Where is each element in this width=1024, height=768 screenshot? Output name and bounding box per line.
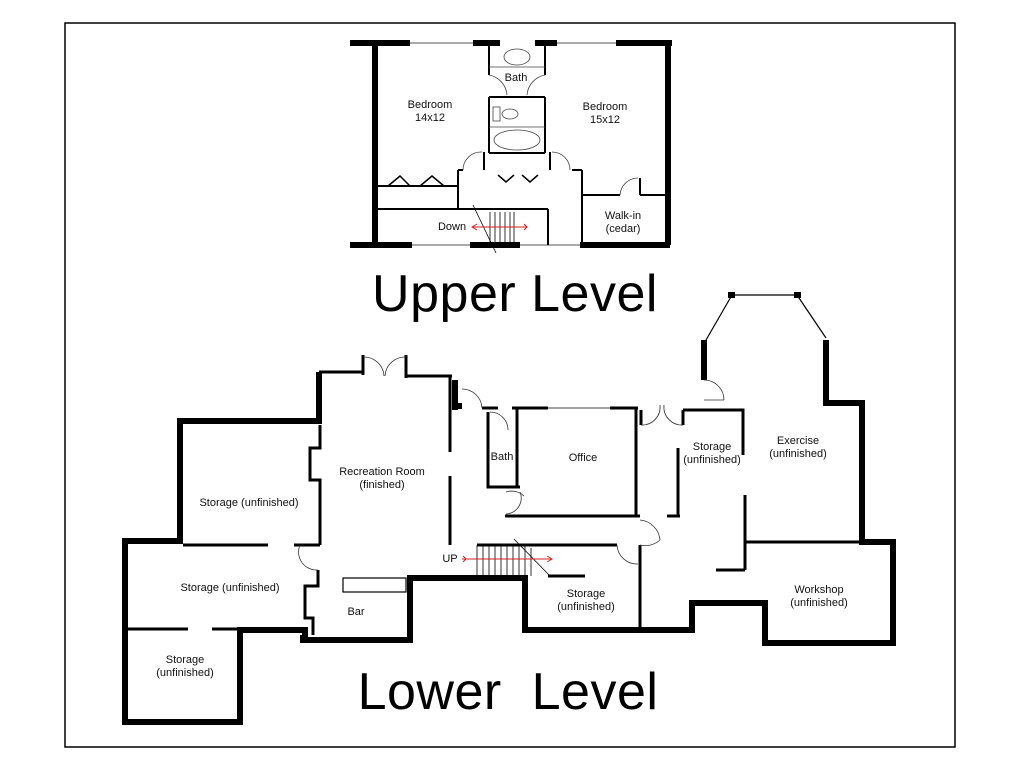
room-note: (unfinished) [156,667,214,679]
room-label-recreation-room: Recreation Room (finished) [339,466,425,492]
page-border [64,22,956,748]
room-name: Storage (unfinished) [199,497,299,509]
room-label-storage-4: Storage (unfinished) [683,441,740,467]
room-name: Bath [490,451,514,463]
room-name: Bedroom [582,101,628,113]
room-label-upper-bedroom-1: Bedroom 14x12 [408,99,453,125]
room-label-bar: Bar [347,606,364,619]
upper-level-plan [350,40,672,254]
lower-level-plan [122,292,896,725]
upper-level-title: Upper Level [372,265,658,323]
room-label-lower-bath: Bath [491,451,514,464]
room-name: Storage [566,588,606,600]
room-name: Workshop [794,584,844,596]
stairs-down-label: Down [437,221,467,233]
room-label-office: Office [569,452,598,465]
room-name: Bedroom [407,99,453,111]
room-label-storage-3: Storage (unfinished) [156,654,213,680]
room-name: Storage [165,654,205,666]
room-label-upper-bath: Bath [505,72,528,85]
room-name: Storage (unfinished) [180,582,280,594]
room-size: 15x12 [590,114,620,126]
room-note: (unfinished) [790,597,848,609]
room-label-workshop: Workshop (unfinished) [790,584,847,610]
room-name: Bath [504,72,528,84]
room-name: Office [568,452,598,464]
lower-level-title: Lower Level [357,663,659,721]
room-name: Exercise [776,435,820,447]
room-label-storage-5: Storage (unfinished) [557,588,614,614]
room-name: Storage [692,441,732,453]
room-label-walk-in: Walk-in (cedar) [605,210,641,236]
room-name: Recreation Room [339,466,425,478]
room-label-upper-bedroom-2: Bedroom 15x12 [583,101,628,127]
room-note: (unfinished) [683,454,741,466]
room-note: (finished) [359,479,405,491]
room-label-exercise: Exercise (unfinished) [769,435,826,461]
room-name: Walk-in [604,210,642,222]
room-note: (unfinished) [557,601,615,613]
room-size: 14x12 [415,112,445,124]
room-note: (cedar) [605,223,641,235]
room-label-storage-2: Storage (unfinished) [180,582,279,595]
room-label-storage-1: Storage (unfinished) [199,497,298,510]
room-note: (unfinished) [769,448,827,460]
stairs-up-label: UP [442,553,458,565]
room-name: Bar [347,606,365,618]
